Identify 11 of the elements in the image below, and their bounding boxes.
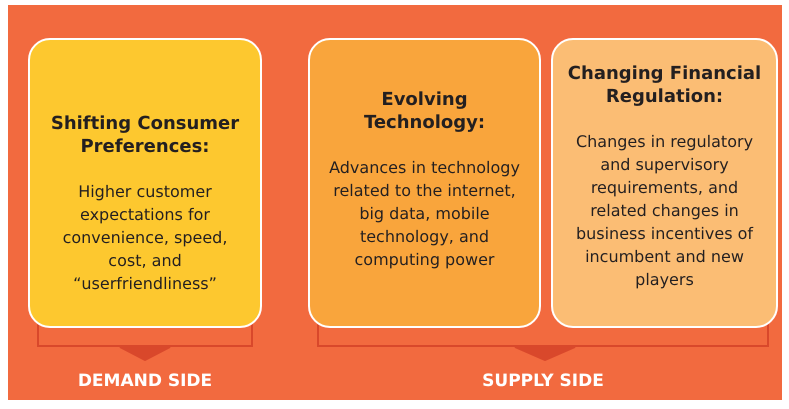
card-heading: Shifting Consumer Preferences: [50,112,240,158]
card [308,38,541,328]
card-text: Advances in technology related to the internet, big data, mobile technology, and computing power [328,157,521,271]
card-text: Changes in regulatory and supervisory requirements, and related changes in business incentives of incumbent and new players [574,131,754,291]
card [28,38,262,328]
card-heading: Evolving Technology: [362,88,486,134]
card [551,38,778,328]
side-label: SUPPLY SIDE [481,371,605,391]
card-heading: Changing Financial Regulation: [567,62,762,108]
side-label: DEMAND SIDE [76,371,214,391]
card-text: Higher customer expectations for convenience, speed, cost, and “userfriendliness” [62,181,228,295]
